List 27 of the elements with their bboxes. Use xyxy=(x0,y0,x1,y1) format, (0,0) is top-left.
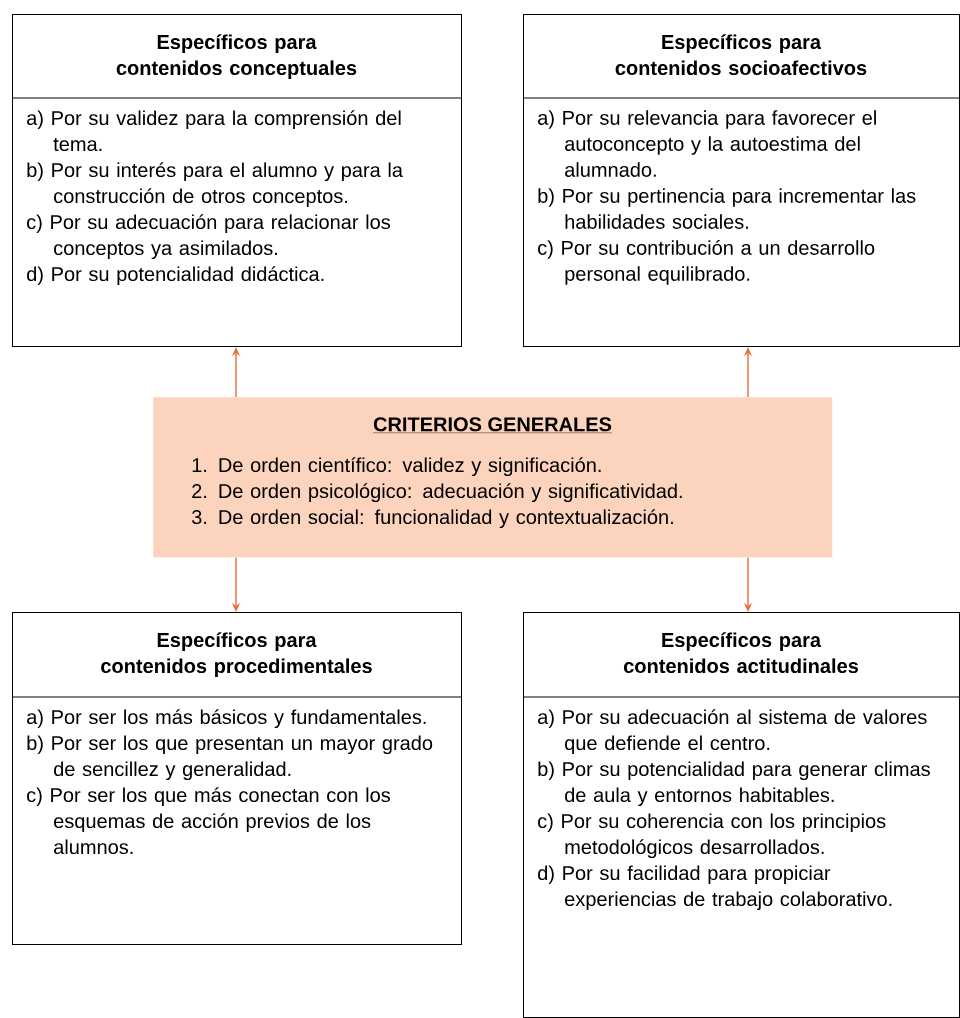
list-item: 3. De orden social: funcionalidad y contextualización. xyxy=(191,509,673,529)
box-heading: Específicos para contenidos conceptuales xyxy=(116,34,357,80)
list-item: d) Por su potencialidad didáctica. xyxy=(27,266,324,286)
text-box xyxy=(522,14,960,347)
text-box xyxy=(11,14,462,347)
criteria-box xyxy=(153,397,833,558)
list-item: c) Por su coherencia con los principios metodológicos desarrollados. xyxy=(538,813,886,859)
box-heading: Específicos para contenidos socioafectivos xyxy=(615,34,867,76)
list-item: d) Por su facilidad para propiciar experiencias de trabajo colaborativo. xyxy=(538,865,892,911)
list-item: 1. De orden científico: validez y significación. xyxy=(192,457,601,477)
box-heading: CRITERIOS GENERALES xyxy=(372,417,613,433)
list-item: c) Por su adecuación para relacionar los conceptos ya asimilados. xyxy=(27,214,390,260)
list-item: c) Por ser los que más conectan con los esquemas de acción previos de los alumnos. xyxy=(27,787,390,855)
list-item: b) Por su interés para el alumno y para la construcción de otros conceptos. xyxy=(27,162,403,208)
list-item: c) Por su contribución a un desarrollo personal equilibrado. xyxy=(538,239,875,285)
list-item: a) Por su relevancia para favorecer el autoconcepto y la autoestima del alumnado. xyxy=(538,110,876,177)
list-item: b) Por ser los que presentan un mayor grado de sencillez y generalidad. xyxy=(27,735,433,781)
text-box xyxy=(522,612,960,1018)
list-item: b) Por su pertinencia para incrementar las habilidades sociales. xyxy=(538,188,916,229)
list-item: a) Por su validez para la comprensión del tema. xyxy=(27,110,401,152)
list-item: 2. De orden psicológico: adecuación y significatividad. xyxy=(192,483,682,503)
box-heading: Específicos para contenidos procedimentales xyxy=(101,632,372,678)
box-heading: Específicos para contenidos actitudinales xyxy=(624,632,858,674)
list-item: a) Por ser los más básicos y fundamentales. xyxy=(27,709,426,729)
list-item: b) Por su potencialidad para generar climas de aula y entornos habitables. xyxy=(538,761,930,807)
list-item: a) Por su adecuación al sistema de valores que defiende el centro. xyxy=(538,709,927,755)
text-box xyxy=(11,612,462,945)
